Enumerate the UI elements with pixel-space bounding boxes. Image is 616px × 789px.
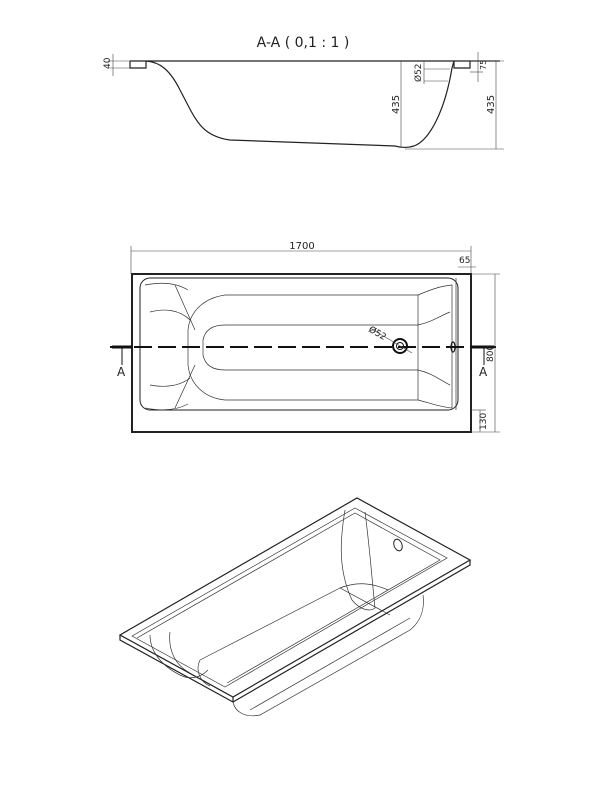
top-view: 1700 65 Ø52	[0, 230, 616, 450]
top-overflow-diameter: Ø52	[367, 324, 389, 343]
dim-overflow-offset: 75	[479, 60, 488, 70]
dim-inner-depth: 435	[391, 95, 402, 114]
dim-rim-end-width: 65	[459, 256, 470, 266]
dim-overflow-diameter: Ø52	[413, 63, 424, 82]
dim-length: 1700	[289, 241, 314, 252]
section-marker-right: A	[479, 365, 488, 379]
dim-width: 800	[486, 345, 496, 362]
section-title: A-A ( 0,1 : 1 )	[257, 35, 350, 51]
dim-outer-depth: 435	[486, 95, 497, 114]
section-view-a-a: A-A ( 0,1 : 1 ) 40 Ø52 75 435 435	[0, 0, 616, 170]
dim-rim-side-width: 130	[479, 413, 489, 430]
section-marker-left: A	[117, 365, 126, 379]
dim-rim-thickness: 40	[103, 57, 113, 69]
isometric-view	[0, 490, 616, 720]
